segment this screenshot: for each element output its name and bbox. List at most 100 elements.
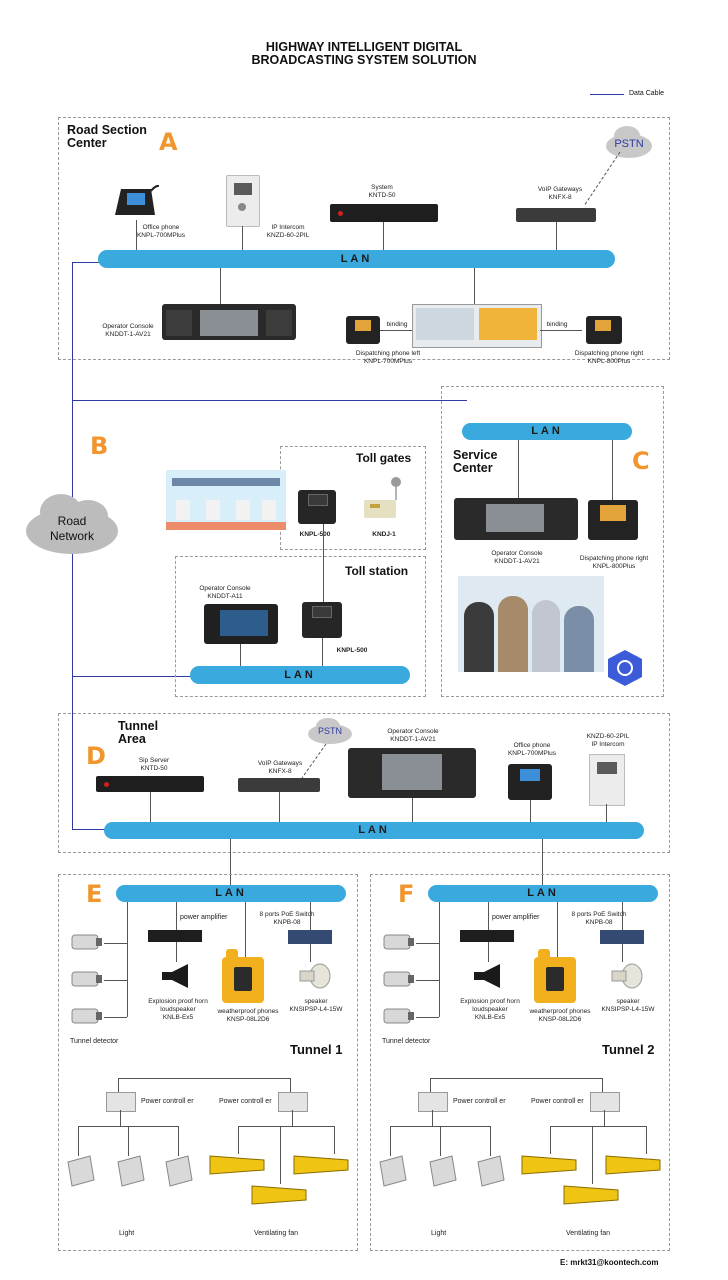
office-phone-d-icon [508,764,552,800]
toll-station-box [175,556,426,697]
e-weather-phone-label: weatherproof phones KNSP-08L2D6 [217,1008,279,1023]
e-speaker-label: speaker KNSIPSP-L4-15W [289,998,343,1013]
f-poe-switch-label: 8 ports PoE Switch KNPB-08 [571,911,627,926]
f-light-trunk [432,1110,433,1126]
f-light-1-icon [376,1154,410,1188]
pstn-d-label: PSTN [317,726,342,736]
f-fan-3-link [592,1126,593,1184]
binding-left-line [380,330,412,331]
tunnel-f-box [370,874,670,1251]
section-a-title: Road Section Center [67,123,147,150]
f-power-ctrl-right-icon [590,1092,620,1112]
knpl500-gate-icon [298,490,336,524]
f-det-2-link [416,980,439,981]
f-fan-1-link [550,1126,551,1154]
f-det-3-link [416,1017,439,1018]
legend-line [590,94,624,95]
e-light-trunk [120,1110,121,1126]
support-badge-icon [604,648,646,688]
f-power-amp-label: power amplifier [492,914,540,921]
lan-a-bar: LAN [98,250,615,268]
ip-intercom-a-icon [226,175,260,227]
e-fan-h [238,1126,334,1127]
tunnel-e-box [58,874,358,1251]
link-d-to-e [230,839,231,885]
dispatch-right-c-icon [588,500,638,540]
f-fan-2-icon [604,1152,662,1178]
title-line1: HIGHWAY INTELLIGENT DIGITAL [265,40,463,54]
toll-console-label: Operator Console KNDDT-A11 [199,585,251,600]
operator-console-c-label: Operator Console KNDDT-1-AV21 [491,550,543,565]
f-link-amp [488,902,489,930]
contact-email: E: mrkt31@koontech.com [560,1258,659,1267]
ip-intercom-d-label: KNZD-60-2PIL IP Intercom [586,733,630,748]
operator-console-d-label: Operator Console KNDDT-1-AV21 [387,728,439,743]
e-poe-switch-icon [288,930,332,944]
f-poe-switch-icon [600,930,644,944]
link-system-a [383,222,384,250]
link-office-a [136,220,137,250]
section-c-box [441,386,664,697]
binding-right-label: binding [546,321,568,328]
e-fan-1-link [238,1126,239,1154]
e-power-ctrl-left-icon [106,1092,136,1112]
e-horn-label: Explosion proof horn loudspeaker KNLB-Ex… [148,998,208,1021]
sip-server-label: Sip Server KNTD-50 [138,757,170,772]
f-power-ctrl-right-label: Power controll er [531,1098,584,1105]
kndj1-label: KNDJ-1 [372,531,396,538]
e-fan-trunk [292,1110,293,1126]
f-power-ctrl-left-icon [418,1092,448,1112]
f-light-label: Light [431,1230,447,1237]
e-link-horn [176,942,177,962]
system-a-icon [330,204,438,222]
link-monitor-a [474,268,475,304]
call-center-photo [458,576,604,672]
f-pc-tree-left [430,1078,431,1092]
e-det-1-link [104,943,127,944]
f-light-2-link [440,1126,441,1156]
e-light-3-link [178,1126,179,1156]
toll-gate-illustration [166,470,286,530]
toll-station-title: Toll station [345,564,409,578]
binding-left-label: binding [386,321,408,328]
e-weather-phone-icon [222,949,264,1003]
f-detector-2-icon [382,969,416,991]
f-fan-trunk [604,1110,605,1126]
ip-intercom-d-icon [589,754,625,806]
pstn-d-link [301,743,327,779]
road-network-label: Road Network [49,514,94,543]
operator-console-c-icon [454,498,578,540]
office-phone-d-label: Office phone KNPL-700MPlus [507,742,557,757]
e-detector-2-icon [70,969,104,991]
link-intercom-d [606,804,607,822]
operator-console-a-label: Operator Console KNDDT-1-AV21 [102,323,154,338]
f-link-phone [557,902,558,957]
e-fan-label: Ventilating fan [254,1230,298,1237]
voip-a-icon [516,208,596,222]
f-fan-h [550,1126,646,1127]
tunnel-e-name: Tunnel 1 [290,1042,343,1057]
voip-d-icon [238,778,320,792]
e-link-switch [310,902,311,930]
service-center-title: Service Center [453,448,498,475]
e-power-amp-label: power amplifier [180,914,228,921]
f-link-speaker [622,944,623,962]
e-link-phone [245,902,246,957]
lan-d-bar: LAN [104,822,644,839]
f-detector-trunk [439,902,440,1017]
e-light-label: Light [119,1230,135,1237]
section-d-letter: D [86,742,106,770]
e-power-amp-icon [148,930,202,942]
cable-to-lan-c [72,400,467,401]
section-a-box [58,117,670,360]
tunnel-f-name: Tunnel 2 [602,1042,655,1057]
section-d-box [58,713,670,853]
office-phone-a-icon [111,184,164,219]
dispatch-right-c-label: Dispatching phone right KNPL-800Plus [579,555,649,570]
e-power-ctrl-left-label: Power controll er [141,1098,194,1105]
e-fan-1-icon [208,1152,266,1178]
link-intercom-a [242,226,243,250]
dispatch-left-a-icon [346,316,380,344]
lan-b-bar: LAN [190,666,410,684]
tunnel-area-title: Tunnel Area [118,719,159,746]
